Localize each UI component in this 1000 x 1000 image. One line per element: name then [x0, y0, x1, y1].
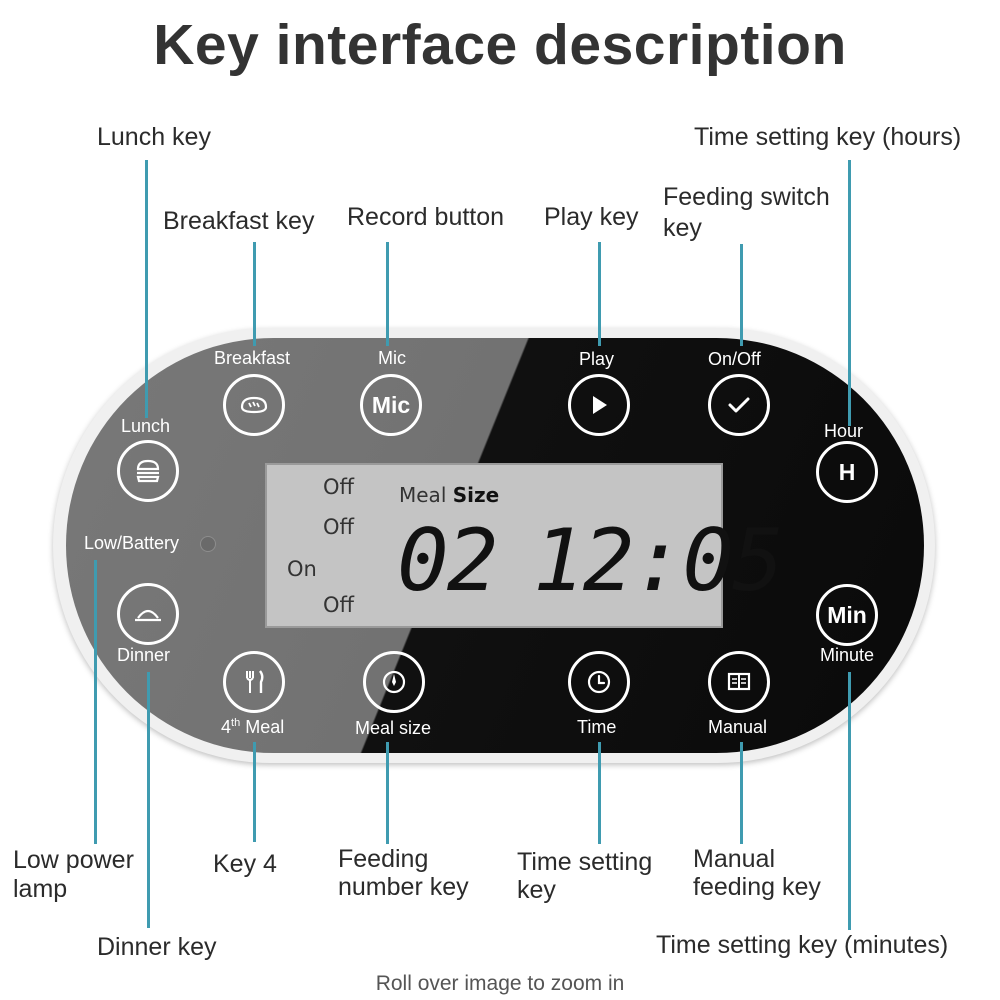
lcd-status-off-2: Off	[323, 515, 354, 539]
panel-label-mic: Mic	[378, 348, 406, 368]
panel-label-dinner: Dinner	[117, 645, 171, 665]
callout-time-setting-2: key	[517, 876, 556, 904]
panel-label-minute: Minute	[820, 645, 875, 665]
callout-line-dinner	[147, 672, 150, 928]
lcd-status-on: On	[287, 557, 317, 581]
lcd-meal-count: 02	[397, 511, 499, 611]
callout-low-power-2: lamp	[13, 875, 68, 903]
callout-manual-1: Manual	[693, 845, 775, 873]
bread-icon	[240, 396, 268, 414]
callout-feeding-number-2: number key	[338, 873, 469, 901]
callout-line-feeding-switch	[740, 244, 743, 346]
panel-label-hour: Hour	[824, 421, 864, 441]
low-battery-lamp	[200, 536, 216, 552]
panel-label-play: Play	[579, 349, 615, 369]
zoom-hint: Roll over image to zoom in	[375, 972, 625, 995]
callout-breakfast: Breakfast key	[163, 207, 315, 235]
lcd-meal-size-label: Meal Size	[399, 483, 499, 507]
callout-lunch: Lunch key	[97, 123, 211, 151]
lcd-status-off-1: Off	[323, 475, 354, 499]
fourth-meal-number: 4	[221, 717, 232, 737]
fork-knife-icon	[246, 670, 264, 693]
callout-line-time-setting	[598, 742, 601, 844]
callout-line-feeding-number	[386, 742, 389, 844]
mic-button-label: Mic	[371, 391, 411, 418]
callout-line-manual	[740, 742, 743, 844]
callout-hours: Time setting key (hours)	[694, 123, 962, 151]
callout-manual-2: feeding key	[693, 873, 821, 901]
panel-label-lunch: Lunch	[121, 416, 171, 436]
mic-button[interactable]: Mic	[360, 374, 422, 436]
breakfast-button[interactable]	[223, 374, 285, 436]
dial-icon	[382, 670, 406, 694]
panel-label-breakfast: Breakfast	[214, 348, 291, 368]
dish-icon	[135, 609, 161, 622]
panel-label-time: Time	[577, 717, 617, 737]
callout-key4: Key 4	[213, 850, 277, 878]
lcd-display: Off Off On Off Meal Size 02 12:05	[265, 463, 784, 628]
fourth-meal-button[interactable]	[223, 651, 285, 713]
onoff-button[interactable]	[708, 374, 770, 436]
callout-record: Record button	[347, 203, 505, 231]
burger-icon	[136, 459, 160, 483]
hour-button[interactable]: H	[816, 441, 878, 503]
hour-button-label: H	[838, 458, 856, 485]
book-icon	[727, 672, 751, 691]
lunch-button[interactable]	[117, 440, 179, 502]
callout-line-low-power	[94, 560, 97, 844]
callout-line-minutes	[848, 672, 851, 930]
minute-button[interactable]: Min	[816, 584, 878, 646]
callout-low-power-1: Low power	[13, 846, 134, 874]
time-button[interactable]	[568, 651, 630, 713]
fourth-meal-word: Meal	[240, 717, 285, 737]
panel-label-meal-size: Meal size	[355, 718, 432, 738]
callout-feeding-number-1: Feeding	[338, 845, 429, 873]
lcd-size-word: Size	[452, 483, 500, 507]
panel-label-low-battery: Low/Battery	[84, 533, 180, 553]
panel-label-manual: Manual	[708, 717, 768, 737]
callout-line-breakfast	[253, 242, 256, 346]
checkmark-icon	[728, 397, 750, 413]
minute-button-label: Min	[827, 601, 867, 628]
panel-label-onoff: On/Off	[708, 349, 761, 369]
callout-line-lunch	[145, 160, 148, 418]
callout-feeding-switch-1: Feeding switch	[663, 183, 830, 211]
callout-play: Play key	[544, 203, 639, 231]
callout-line-hours	[848, 160, 851, 426]
clock-icon	[587, 670, 611, 694]
dinner-button[interactable]	[117, 583, 179, 645]
lcd-meal-word: Meal	[399, 483, 447, 507]
callout-time-setting-1: Time setting	[517, 848, 653, 876]
callout-minutes: Time setting key (minutes)	[656, 931, 949, 959]
fourth-meal-suffix: th	[231, 717, 241, 729]
meal-size-button[interactable]	[363, 651, 425, 713]
lcd-clock: 12:05	[533, 511, 784, 611]
callout-dinner: Dinner key	[97, 933, 217, 961]
callout-line-record	[386, 242, 389, 346]
play-icon	[593, 396, 607, 414]
play-button[interactable]	[568, 374, 630, 436]
page-title: Key interface description	[153, 13, 847, 77]
manual-button[interactable]	[708, 651, 770, 713]
lcd-status-off-3: Off	[323, 593, 354, 617]
callout-line-key4	[253, 742, 256, 842]
panel-label-fourth-meal: 4th Meal	[221, 717, 284, 738]
callout-feeding-switch-2: key	[663, 214, 702, 242]
callout-line-play	[598, 242, 601, 346]
